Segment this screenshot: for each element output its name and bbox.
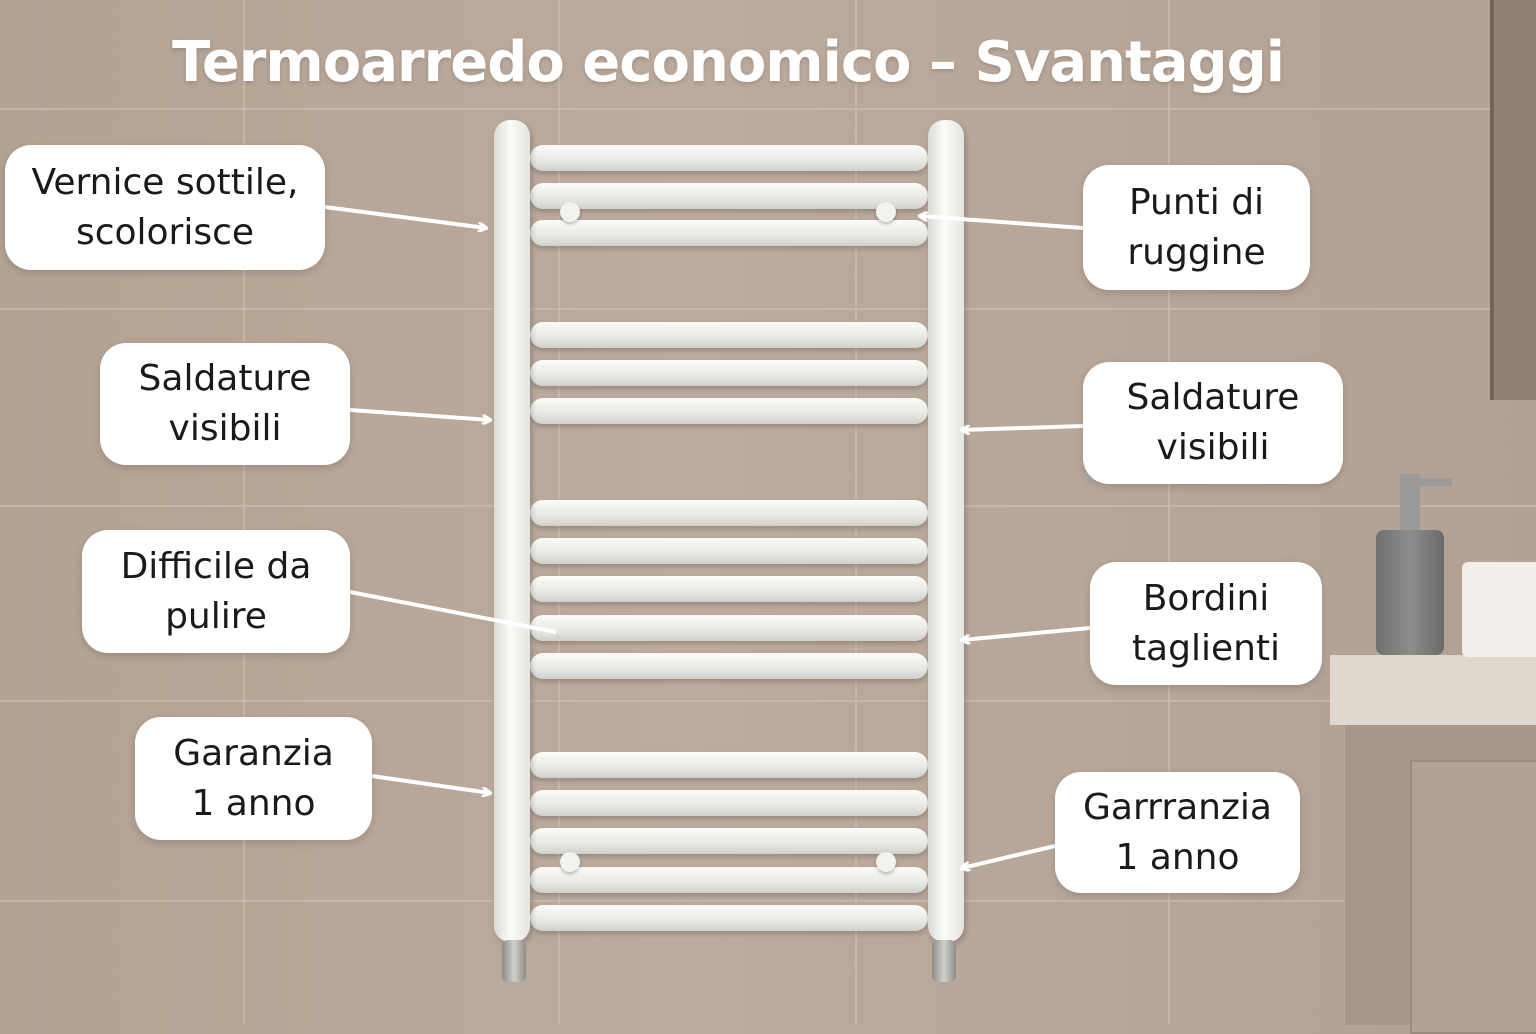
- radiator-bar: [530, 145, 928, 171]
- tile-line: [0, 700, 1536, 702]
- radiator-bar: [530, 220, 928, 246]
- radiator-left-post: [494, 120, 530, 942]
- sink: [1462, 562, 1536, 657]
- arrow: [962, 424, 1084, 430]
- tile-line: [243, 0, 245, 1024]
- radiator-bracket: [876, 852, 896, 872]
- callout-text: Garanzia 1 anno: [173, 732, 334, 824]
- callout-thin-paint: Vernice sottile, scolorisce: [5, 145, 325, 270]
- radiator-bracket: [876, 202, 896, 222]
- soap-pump: [1400, 474, 1420, 532]
- soap-pump-nozzle: [1410, 478, 1452, 486]
- tile-line: [0, 108, 1536, 110]
- tile-line: [0, 900, 1536, 902]
- callout-text: Garrranzia 1 anno: [1083, 786, 1272, 878]
- radiator-bar: [530, 790, 928, 816]
- radiator-bracket: [560, 202, 580, 222]
- radiator-bar: [530, 615, 928, 641]
- callout-text: Saldature visibili: [1126, 377, 1300, 468]
- valve-left: [502, 940, 526, 982]
- page-title: Termoarredo economico – Svantaggi: [172, 30, 1285, 95]
- callout-hard-to-clean: Difficile da pulire: [82, 530, 350, 653]
- callout-sharp-edges: Bordini taglienti: [1090, 562, 1322, 685]
- callout-rust-spots: Punti di ruggine: [1083, 165, 1310, 290]
- vanity-door: [1410, 760, 1536, 1034]
- radiator-bar: [530, 322, 928, 348]
- callout-warranty-left: Garanzia 1 anno: [135, 717, 372, 840]
- radiator-bar: [530, 183, 928, 209]
- radiator-right-post: [928, 120, 964, 942]
- callout-text: Bordini taglienti: [1131, 577, 1281, 669]
- arrow: [962, 844, 1056, 868]
- arrow: [349, 408, 490, 420]
- radiator-bar: [530, 576, 928, 602]
- soap-dispenser: [1376, 530, 1444, 655]
- radiator-bar: [530, 828, 928, 854]
- vanity-top: [1330, 655, 1536, 725]
- valve-right: [932, 940, 956, 982]
- radiator-bar: [530, 752, 928, 778]
- arrow: [324, 205, 486, 228]
- tile-line: [1168, 0, 1170, 1024]
- radiator-bar: [530, 500, 928, 526]
- callout-visible-welds-right: Saldature visibili: [1083, 362, 1343, 484]
- radiator-bar: [530, 538, 928, 564]
- pointer-line: [349, 590, 557, 634]
- callout-text: Saldature visibili: [138, 358, 312, 449]
- radiator-bracket: [560, 852, 580, 872]
- radiator-bar: [530, 905, 928, 931]
- radiator-bar: [530, 867, 928, 893]
- callout-text: Difficile da pulire: [120, 545, 312, 637]
- arrow: [962, 626, 1091, 640]
- arrow: [920, 216, 1084, 230]
- radiator-bar: [530, 398, 928, 424]
- arrow: [371, 774, 490, 793]
- callout-visible-welds-left: Saldature visibili: [100, 343, 350, 465]
- radiator-bar: [530, 360, 928, 386]
- callout-warranty-right: Garrranzia 1 anno: [1055, 772, 1300, 893]
- callout-text: Punti di ruggine: [1127, 181, 1266, 273]
- radiator-bar: [530, 653, 928, 679]
- callout-text: Vernice sottile, scolorisce: [31, 161, 299, 253]
- mirror: [1490, 0, 1536, 400]
- tile-line: [0, 308, 1536, 310]
